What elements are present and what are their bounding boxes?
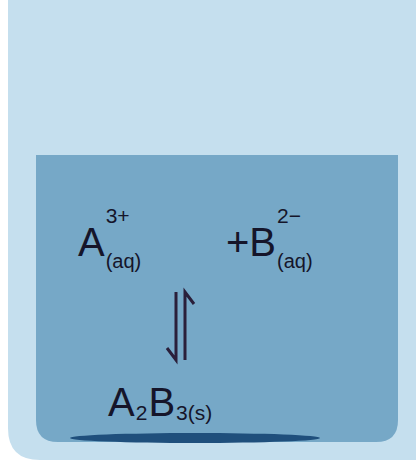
ion-symbol: A xyxy=(78,222,105,262)
ion-symbol: +B xyxy=(226,222,276,262)
precipitate xyxy=(70,433,320,443)
equilibrium-arrows xyxy=(167,292,194,360)
solid-formula-symbol: A xyxy=(108,382,135,422)
state-subscript: (aq) xyxy=(277,251,313,271)
reverse-half-arrow xyxy=(185,292,194,360)
charge-superscript: 2− xyxy=(277,205,301,226)
beaker-glass xyxy=(8,0,416,460)
solid-formula-symbol: B xyxy=(148,382,175,422)
state-subscript: (aq) xyxy=(106,251,142,271)
charge-superscript: 3+ xyxy=(106,205,130,226)
forward-half-arrow xyxy=(167,292,176,360)
formula-subscript: 2 xyxy=(136,402,148,423)
solution xyxy=(36,155,398,442)
formula-subscript: 3(s) xyxy=(176,402,212,423)
